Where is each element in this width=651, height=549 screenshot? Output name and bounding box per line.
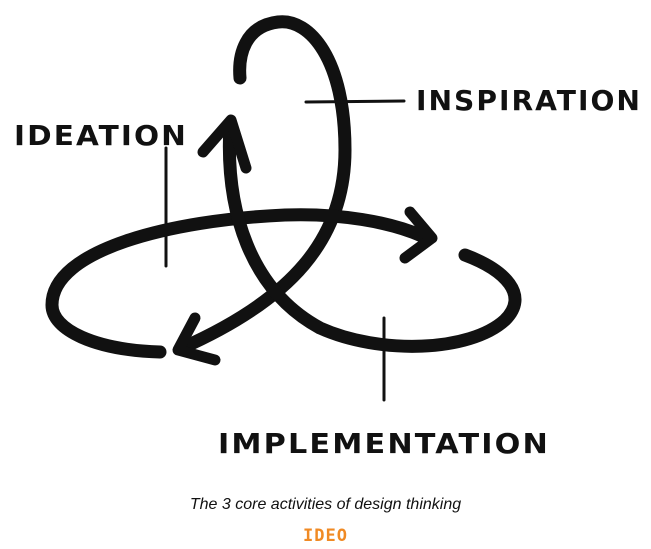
inspiration-label: INSPIRATION xyxy=(416,84,642,117)
ideation-loop xyxy=(45,208,429,359)
ideo-logo: IDEO xyxy=(303,526,348,546)
inspiration-loop xyxy=(175,15,352,355)
arrowhead-up xyxy=(197,114,252,174)
implementation-loop xyxy=(222,118,522,353)
implementation-label: IMPLEMENTATION xyxy=(218,427,550,460)
arrowhead-right xyxy=(399,206,438,264)
ideation-label: IDEATION xyxy=(14,119,188,152)
diagram-caption: The 3 core activities of design thinking xyxy=(189,496,462,513)
inspiration-leader-line xyxy=(304,99,406,104)
arrowhead-down-left xyxy=(172,312,221,366)
